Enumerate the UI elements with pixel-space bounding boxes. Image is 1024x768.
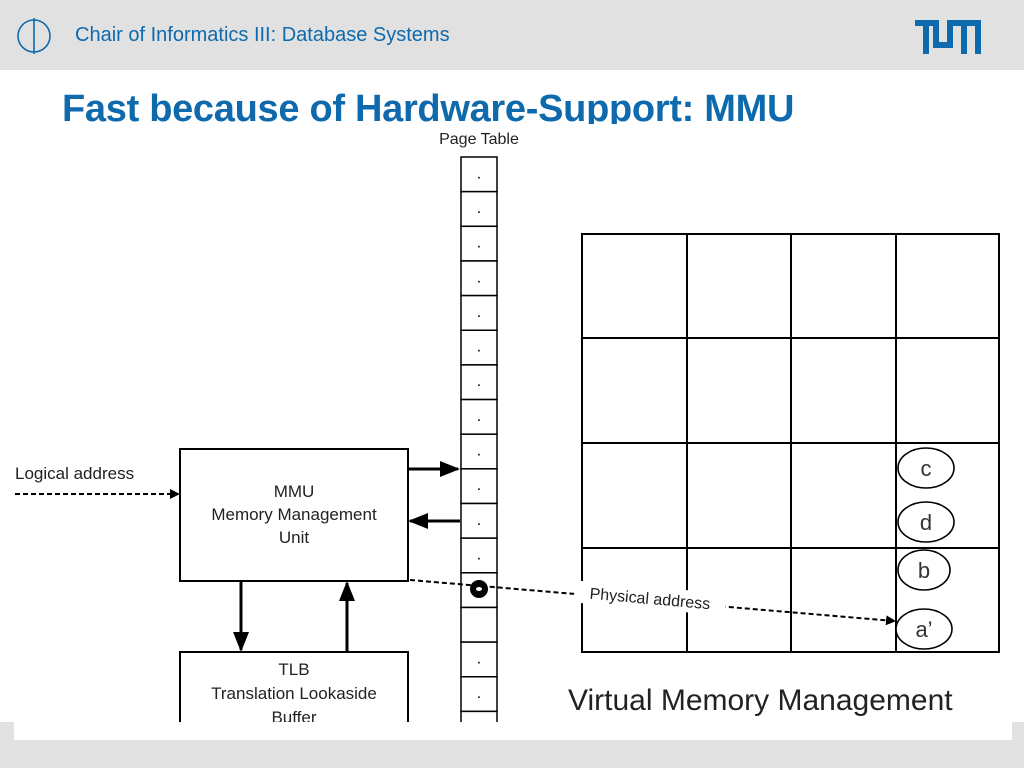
memory-cell-d: d bbox=[897, 501, 955, 543]
mmu-box-line-3: Unit bbox=[279, 528, 310, 547]
mmu-diagram: Page Table ................ c d b bbox=[0, 124, 1024, 744]
memory-cell-c: c bbox=[897, 447, 955, 489]
memory-cell-a-prime-label: a’ bbox=[915, 617, 932, 642]
page-table-entry: . bbox=[477, 200, 481, 217]
page-table-cell bbox=[460, 190, 498, 228]
mmu-box: MMU Memory Management Unit bbox=[179, 448, 409, 582]
logical-address-label: Logical address bbox=[15, 464, 134, 483]
page-table-entry: . bbox=[477, 546, 481, 563]
footer-strip bbox=[14, 722, 1012, 740]
page-table-entry: . bbox=[477, 269, 481, 286]
page-table-entry: . bbox=[477, 685, 481, 702]
page-table-cell bbox=[460, 260, 498, 297]
page-table-entry: . bbox=[477, 443, 481, 460]
page-table-entry: . bbox=[477, 373, 481, 390]
page-table-cell bbox=[460, 364, 498, 401]
page-table-entry: . bbox=[477, 304, 481, 321]
page-table-label: Page Table bbox=[439, 131, 519, 148]
header-bar bbox=[0, 0, 1024, 70]
page-table: ................ bbox=[460, 156, 498, 744]
memory-cell-a-prime: a’ bbox=[895, 608, 953, 650]
page-table-entry: . bbox=[477, 165, 481, 182]
page-table-cell bbox=[460, 294, 498, 332]
tlb-box-line-2: Translation Lookaside bbox=[211, 684, 377, 703]
page-table-cell bbox=[460, 468, 498, 505]
mmu-box-line-1: MMU bbox=[274, 482, 315, 501]
page-table-entry: . bbox=[477, 339, 481, 356]
memory-cell-b: b bbox=[897, 549, 951, 591]
slide-title: Fast because of Hardware-Support: MMU bbox=[62, 88, 795, 130]
memory-cell-b-label: b bbox=[918, 558, 930, 583]
chair-title: Chair of Informatics III: Database Syste… bbox=[75, 24, 450, 46]
page-table-entry: . bbox=[477, 408, 481, 425]
mmu-box-line-2: Memory Management bbox=[211, 505, 377, 524]
page-table-cell bbox=[460, 433, 498, 470]
page-table-cell bbox=[460, 641, 498, 678]
memory-cell-c-label: c bbox=[921, 456, 932, 481]
chair-logo-icon bbox=[17, 18, 51, 54]
memory-cell-d-label: d bbox=[920, 510, 932, 535]
diagram-caption: Virtual Memory Management bbox=[568, 684, 953, 717]
tlb-box-line-1: TLB bbox=[278, 660, 309, 679]
page-table-entry: . bbox=[477, 477, 481, 494]
page-table-entry: . bbox=[477, 512, 481, 529]
page-table-cell bbox=[460, 537, 498, 574]
tum-logo-icon bbox=[915, 20, 981, 54]
memory-grid bbox=[581, 233, 1000, 653]
page-table-entry: . bbox=[477, 235, 481, 252]
page-table-cell bbox=[460, 676, 498, 713]
page-table-cell bbox=[460, 329, 498, 366]
page-table-entry: . bbox=[477, 650, 481, 667]
page-table-cell bbox=[460, 606, 498, 643]
page-table-cell bbox=[460, 156, 498, 193]
